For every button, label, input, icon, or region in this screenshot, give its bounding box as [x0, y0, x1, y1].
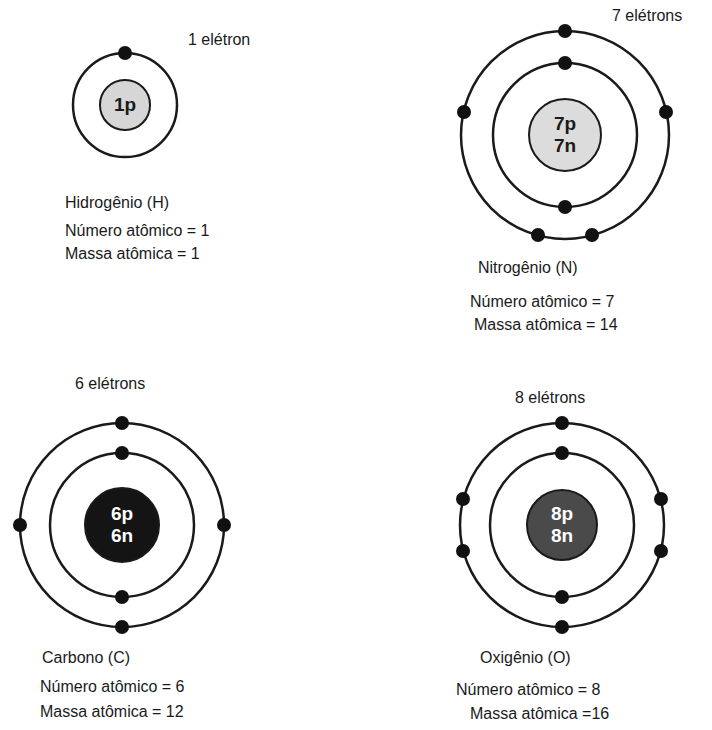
atomic-mass: Massa atômica = 1 [65, 244, 200, 263]
nucleus-label: 6p 6n [105, 503, 139, 547]
electron-count: 1 elétron [188, 30, 250, 49]
atom-nucleus: 7p 7n [528, 98, 602, 172]
nucleus-label: 1p [105, 94, 145, 116]
atom-nucleus: 1p [99, 79, 151, 131]
atom-nucleus: 6p 6n [84, 487, 160, 563]
atomic-mass: Massa atômica = 14 [474, 315, 618, 334]
atomic-number: Número atômico = 6 [40, 677, 185, 696]
element-name: Carbono (C) [42, 648, 130, 667]
atom-nucleus: 8p 8n [526, 489, 598, 561]
element-name: Hidrogênio (H) [65, 193, 169, 212]
atomic-mass: Massa atômica =16 [470, 704, 609, 723]
nucleus-label: 7p 7n [548, 113, 582, 157]
element-name: Oxigênio (O) [480, 648, 571, 667]
atomic-mass: Massa atômica = 12 [40, 702, 184, 721]
atomic-number: Número atômico = 7 [470, 292, 615, 311]
element-name: Nitrogênio (N) [478, 258, 578, 277]
atomic-number: Número atômico = 1 [65, 221, 210, 240]
electron-count: 6 elétrons [75, 374, 145, 393]
nucleus-label: 8p 8n [545, 503, 579, 547]
electron-count: 8 elétrons [515, 388, 585, 407]
electron-count: 7 elétrons [612, 6, 682, 25]
atomic-number: Número atômico = 8 [456, 680, 601, 699]
